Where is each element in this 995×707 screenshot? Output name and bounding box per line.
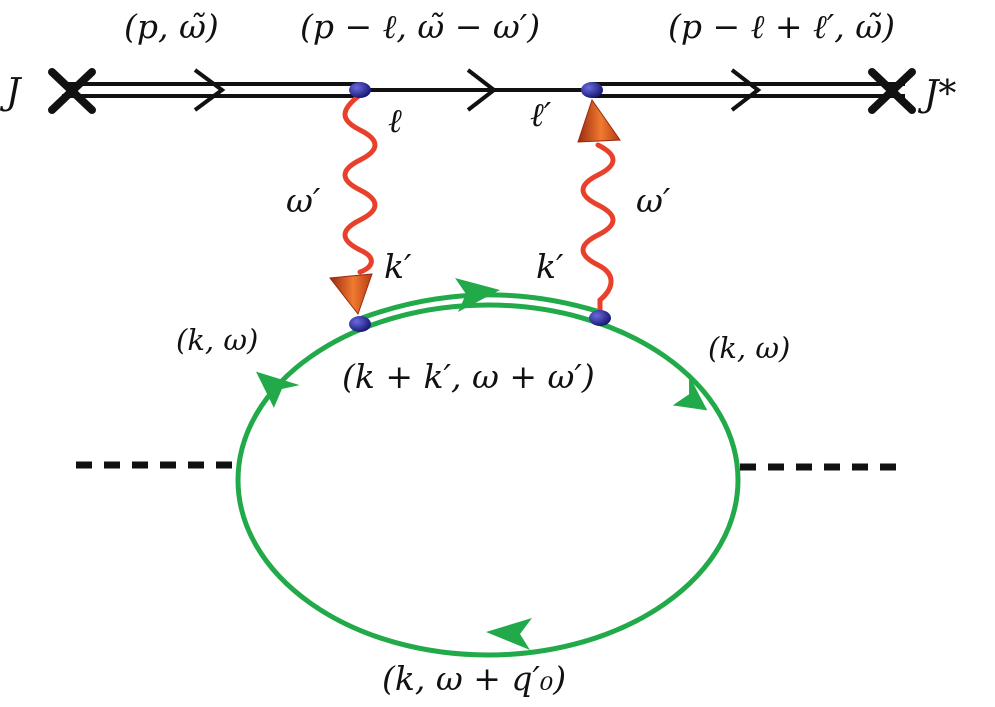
label-photon-right-momentum: k′ (536, 247, 564, 286)
photon-line-left (342, 92, 378, 275)
label-top-momentum-3: (p − ℓ + ℓ′, ω̃) (668, 7, 895, 46)
label-loop-top: (k + k′, ω + ω′) (342, 357, 595, 396)
label-sink: J* (917, 74, 956, 115)
photon-arrow-cone-icon (329, 273, 373, 316)
arrowhead-icon (255, 371, 300, 408)
vertex-bottom-left (349, 316, 371, 332)
vertex-top-right (581, 82, 603, 98)
arrowhead-icon (672, 375, 708, 411)
photon-line-right (580, 142, 616, 321)
photon-arrow-cone-icon (577, 98, 621, 143)
label-loop-right: (k, ω) (708, 331, 790, 365)
sink-cross-icon (868, 68, 916, 114)
label-photon-left-freq: ω′ (286, 181, 321, 220)
label-top-momentum-1: (p, ω̃) (124, 7, 219, 46)
label-photon-right-freq: ω′ (636, 181, 671, 220)
chevron-right-icon (466, 68, 498, 112)
label-top-momentum-2: (p − ℓ, ω̃ − ω′) (300, 7, 540, 46)
loop-ellipse (235, 302, 741, 658)
chevron-right-icon (730, 68, 762, 112)
vertices (349, 82, 611, 332)
source-cross-icon (48, 68, 96, 114)
arrowhead-icon (455, 278, 500, 312)
label-vertex-right: ℓ′ (530, 95, 552, 134)
label-vertex-left: ℓ (388, 101, 402, 140)
chevron-right-icon (193, 68, 226, 112)
label-loop-bottom: (k, ω + q′₀) (382, 659, 566, 698)
label-photon-left-momentum: k′ (384, 247, 412, 286)
vertex-bottom-right (589, 310, 611, 326)
top-propagator (62, 68, 905, 112)
vertex-top-left (349, 82, 371, 98)
label-source: J (0, 72, 23, 113)
arrowhead-icon (486, 618, 532, 650)
photon-lines (329, 92, 621, 321)
fermion-loop (235, 278, 741, 658)
label-loop-left: (k, ω) (176, 323, 258, 357)
